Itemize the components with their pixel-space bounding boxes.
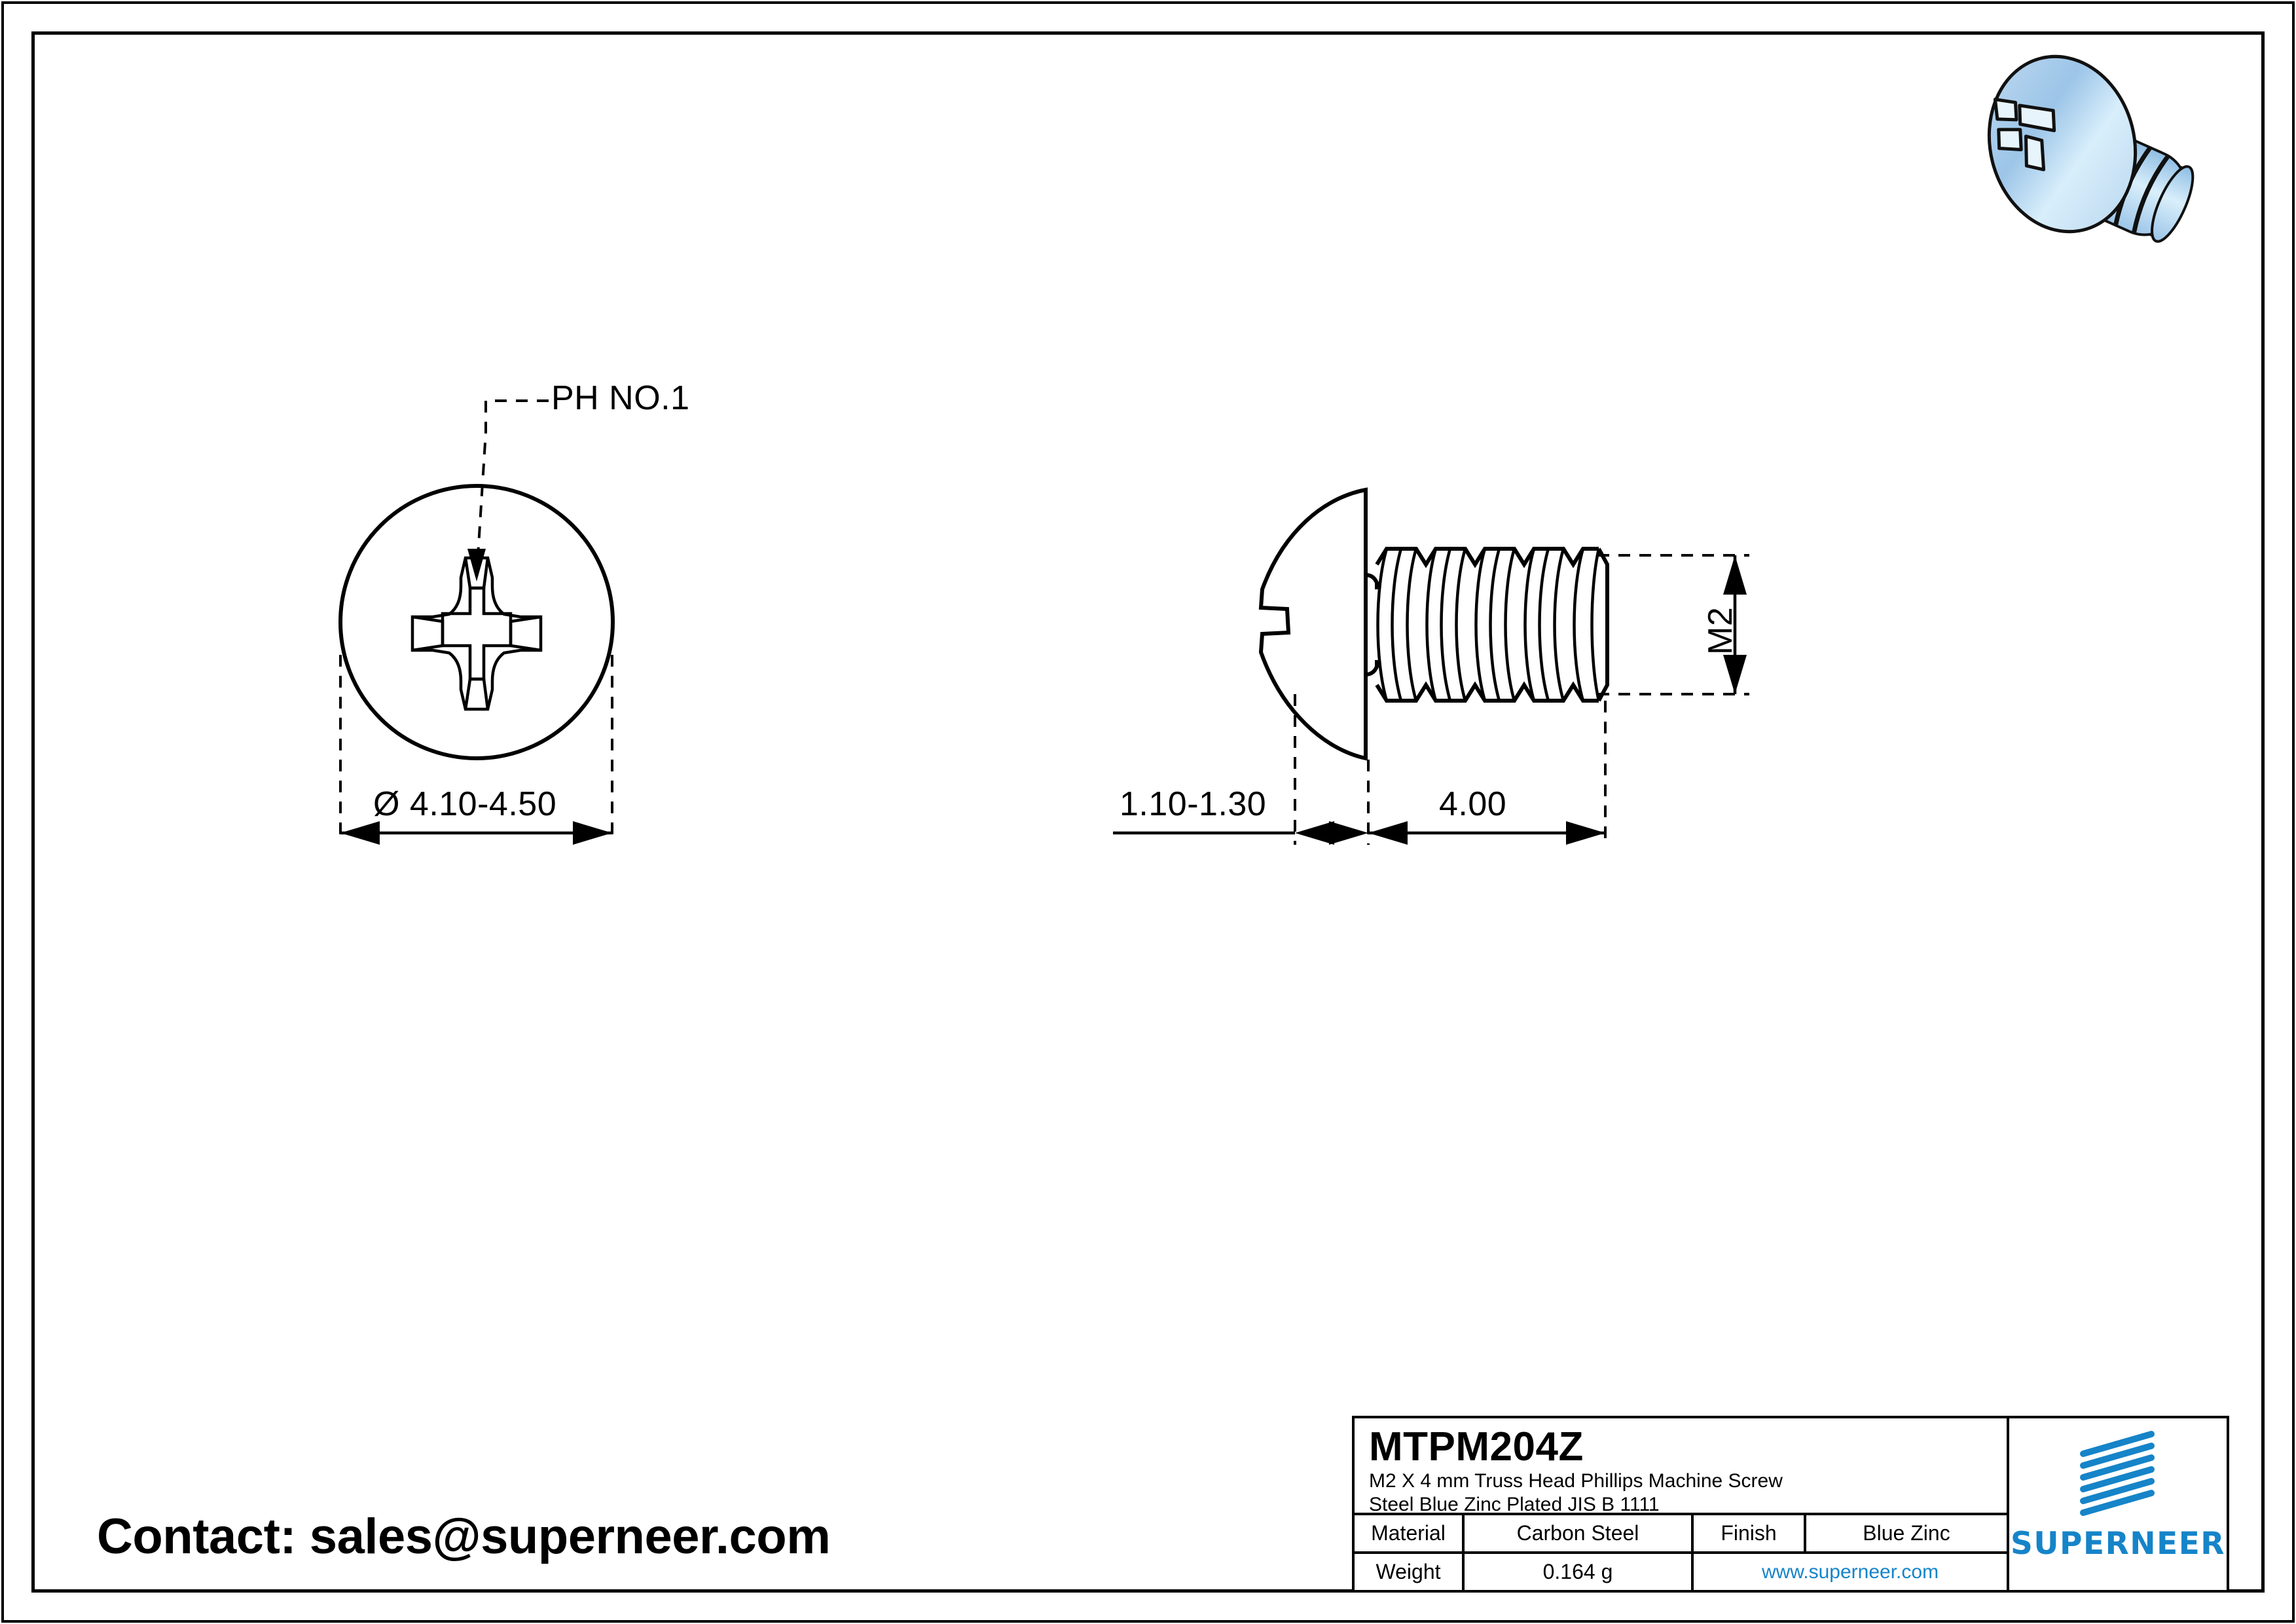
superneer-logo-icon [2080, 1431, 2155, 1516]
sheet-inner-border [31, 31, 2265, 1593]
title-block-description: MTPM204Z M2 X 4 mm Truss Head Phillips M… [1355, 1418, 2007, 1515]
brand-name: SUPERNEER [2011, 1526, 2225, 1562]
material-value: Carbon Steel [1465, 1515, 1694, 1551]
spec-row-weight: Weight 0.164 g www.superneer.com [1355, 1554, 2007, 1590]
finish-label: Finish [1694, 1515, 1806, 1551]
head-height-label: 1.10-1.30 [1120, 785, 1267, 823]
description-line-2: Steel Blue Zinc Plated JIS B 1111 [1369, 1494, 1660, 1515]
spec-row-material: Material Carbon Steel Finish Blue Zinc [1355, 1515, 2007, 1554]
material-label: Material [1355, 1515, 1465, 1551]
thread-length-label: 4.00 [1439, 785, 1507, 823]
render-phillips-recess [1993, 98, 2056, 172]
weight-value: 0.164 g [1465, 1554, 1694, 1590]
website-link[interactable]: www.superneer.com [1761, 1560, 1939, 1583]
thread-size-label: M2 [1702, 606, 1740, 655]
recess-callout-label: PH NO.1 [551, 379, 690, 417]
description-line-1: M2 X 4 mm Truss Head Phillips Machine Sc… [1369, 1470, 1783, 1492]
part-number: MTPM204Z [1369, 1424, 1584, 1469]
contact-line: Contact: sales@superneer.com [97, 1509, 831, 1564]
title-block-info: MTPM204Z M2 X 4 mm Truss Head Phillips M… [1355, 1418, 2009, 1590]
screw-3d-render [1987, 54, 2195, 243]
weight-label: Weight [1355, 1554, 1465, 1590]
render-head [1987, 54, 2138, 234]
title-block: MTPM204Z M2 X 4 mm Truss Head Phillips M… [1352, 1416, 2229, 1593]
brand-panel: SUPERNEER [2009, 1418, 2227, 1590]
finish-value: Blue Zinc [1863, 1521, 1950, 1545]
head-diameter-label: Ø 4.10-4.50 [373, 785, 557, 823]
spec-table: Material Carbon Steel Finish Blue Zinc W… [1355, 1515, 2007, 1590]
